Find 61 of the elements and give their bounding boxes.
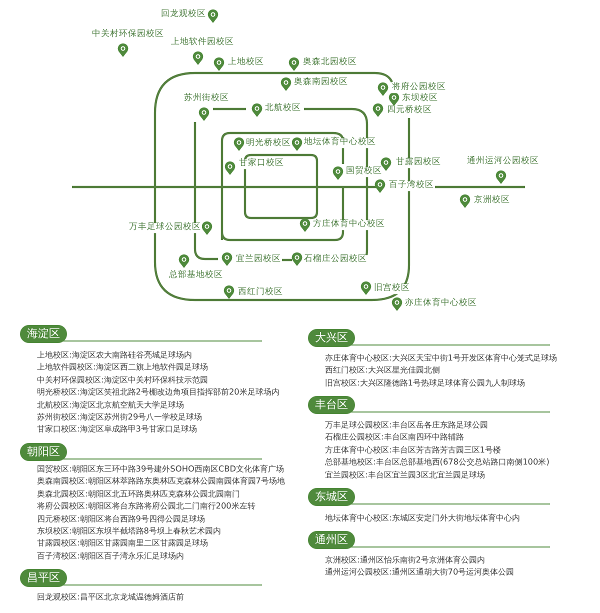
campus-label: 上地校区 (227, 58, 265, 68)
campus-label: 国贸校区 (345, 167, 383, 177)
district-badge: 昌平区 (20, 569, 67, 587)
campus-label: 四元桥校区 (386, 106, 433, 116)
campus-label: 东坝校区 (401, 94, 439, 104)
campus-label: 中关村环保园校区 (91, 30, 165, 40)
address-text: 上地校区:海淀区农大南路硅谷亮城足球场内 (37, 350, 192, 360)
district-badge: 东城区 (308, 488, 355, 506)
campus-label: 通州运河公园校区 (466, 157, 540, 167)
address-text: 奥森北园校区:朝阳区北五环路奥林匹克森林公园北园南门 (37, 489, 240, 498)
address-text: 方庄体育中心校区:丰台区芳古路芳古园三区1号楼 (325, 445, 501, 454)
district-badge: 海淀区 (20, 325, 67, 343)
address-text: 万丰足球公园校区:丰台区岳各庄东路足球公园 (325, 420, 488, 430)
district-badge: 通州区 (308, 531, 355, 549)
address-text: 中关村环保园校区:海淀区中关村环保科技示范园 (37, 375, 208, 384)
address-text: 旧宫校区:大兴区隆德路1号热球足球体育公园九人制球场 (325, 378, 525, 388)
address-text: 将府公园校区:朝阳区将台东路将府公园北二门南行200米左转 (37, 501, 256, 511)
address-text: 亦庄体育中心校区:大兴区天宝中街1号开发区体育中心笼式足球场 (325, 353, 557, 363)
campus-label: 甘家口校区 (238, 159, 285, 169)
address-text: 四元桥校区:朝阳区将台西路9号四得公园足球场 (37, 514, 205, 524)
address-text: 京洲校区:通州区怡乐南街2号京洲体育公园内 (325, 555, 485, 565)
campus-label: 京洲校区 (473, 196, 511, 206)
address-text: 百子湾校区:朝阳区百子湾永乐汇足球场内 (37, 551, 184, 560)
campus-label: 石榴庄公园校区 (303, 255, 368, 265)
district-badge: 丰台区 (308, 396, 355, 414)
campus-label: 苏州街校区 (183, 94, 230, 104)
campus-label: 总部基地校区 (168, 271, 224, 281)
campus-label: 方庄体育中心校区 (312, 220, 386, 230)
district-badge: 大兴区 (308, 329, 355, 347)
campus-label: 奥森南园校区 (293, 78, 349, 88)
address-text: 明光桥校区:海淀区笑祖北路2号棚改边角项目指挥部前20米足球场内 (37, 387, 280, 397)
address-text: 上地软件园校区:海淀区西二旗上地软件园足球场 (37, 362, 208, 372)
campus-label: 百子湾校区 (388, 181, 435, 191)
address-text: 宜兰园校区:丰台区宜兰园3区北宜兰园足球场 (325, 470, 485, 480)
address-text: 地坛体育中心校区:东城区安定门外大街地坛体育中心内 (325, 513, 520, 523)
address-text: 国贸校区:朝阳区东三环中路39号建外SOHO西南区CBD文化体育广场 (37, 464, 284, 474)
campus-label: 上地软件园校区 (170, 38, 235, 48)
campus-label: 奥森北园校区 (302, 58, 358, 68)
campus-label: 万丰足球公园校区 (128, 223, 202, 233)
address-text: 通州运河公园校区:通州区通胡大街70号运河奥体公园 (325, 568, 514, 578)
campus-label: 旧宫校区 (373, 284, 411, 294)
campus-label: 亦庄体育中心校区 (404, 299, 478, 309)
campus-label: 将府公园校区 (391, 83, 447, 93)
address-text: 苏州街校区:海淀区苏州街29号八一学校足球场 (37, 412, 202, 422)
campus-label: 地坛体育中心校区 (303, 138, 377, 148)
address-text: 甘露园校区:朝阳区甘露园南里二区甘露园足球场 (37, 538, 208, 548)
address-text: 甘家口校区:海淀区阜成路甲3号甘家口足球场 (37, 424, 197, 434)
district-badge: 朝阳区 (20, 443, 67, 461)
address-text: 总部基地校区:丰台区总部基地西(678公交总站路口南侧100米) (325, 457, 550, 467)
campus-label: 回龙观校区 (160, 10, 207, 20)
address-text: 东坝校区:朝阳区东坝半截塔路8号坝上春秋艺术园内 (37, 526, 221, 536)
address-text: 石榴庄公园校区:丰台区南四环中路辅路 (325, 432, 464, 442)
address-text: 回龙观校区:昌平区北京龙城温德姆酒店前 (37, 592, 184, 602)
campus-label: 宜兰园校区 (235, 255, 282, 265)
campus-label: 明光桥校区 (245, 139, 292, 149)
address-text: 西红门校区:大兴区星光佳园北侧 (325, 366, 440, 376)
address-text: 北航校区:海淀区北京航空航天大学足球场 (37, 400, 184, 410)
campus-label: 北航校区 (264, 104, 302, 114)
campus-label: 西红门校区 (237, 288, 284, 298)
address-text: 奥森南园校区:朝阳区林萃路路东奥林匹克森林公园南园体育园7号场地 (37, 476, 285, 486)
campus-label: 甘露园校区 (395, 158, 442, 168)
